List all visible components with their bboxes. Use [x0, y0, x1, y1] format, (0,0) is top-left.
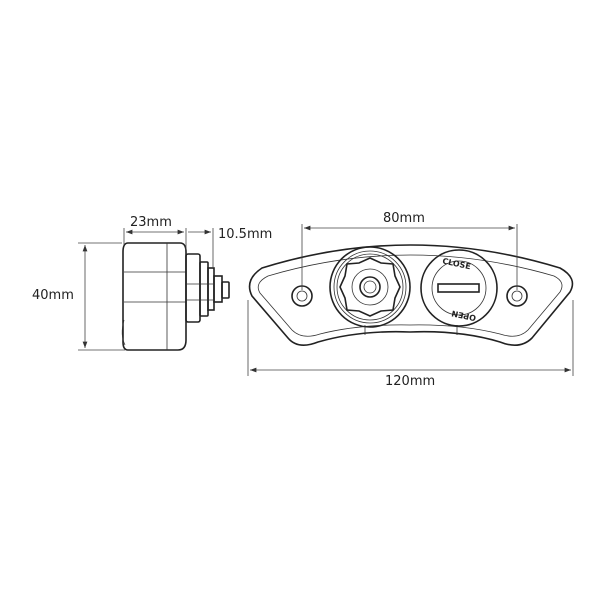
height-label: 40mm	[32, 288, 74, 303]
cap-close-text: CLOSE	[442, 257, 472, 272]
socket-cap: CLOSE OPEN	[420, 249, 498, 327]
overall-width-label: 120mm	[385, 374, 435, 389]
cap-open-text: OPEN	[451, 309, 477, 323]
depth-label: 23mm	[130, 215, 172, 230]
socket-knob	[329, 246, 411, 328]
dimension-23mm: 23mm	[123, 215, 187, 250]
stem-label: 10.5mm	[218, 227, 272, 242]
dimension-120mm: 120mm	[247, 300, 574, 389]
hole-spacing-label: 80mm	[383, 211, 425, 226]
dimension-80mm: 80mm	[301, 211, 518, 290]
side-view	[121, 242, 230, 351]
front-view: CLOSE OPEN	[248, 244, 574, 346]
dimension-10-5mm: 10.5mm	[188, 227, 272, 268]
dimension-40mm: 40mm	[32, 242, 125, 351]
